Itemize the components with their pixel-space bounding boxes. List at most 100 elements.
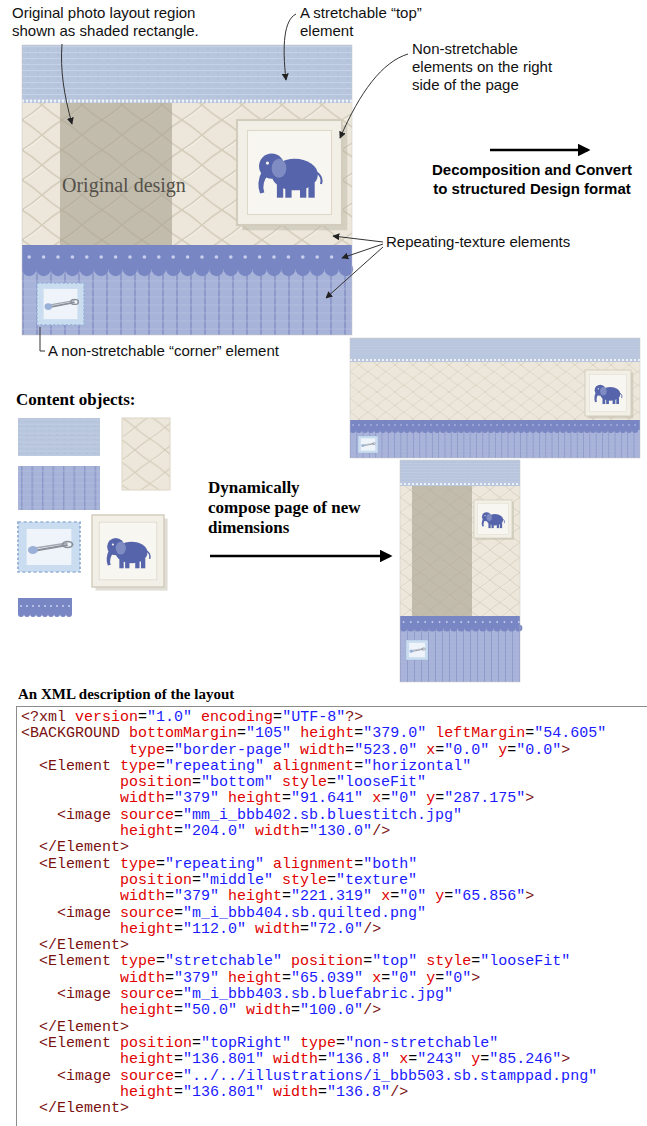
code-listing: An XML description of the layout<?xml ve… bbox=[16, 684, 647, 1126]
code-token: = bbox=[174, 1084, 183, 1101]
code-token: "looseFit" bbox=[336, 774, 426, 791]
code-token: source bbox=[120, 905, 174, 922]
callout-note: Repeating-texture elements bbox=[386, 233, 570, 251]
leader-line bbox=[342, 244, 383, 258]
code-token: "221.319" bbox=[291, 888, 372, 905]
code-token bbox=[237, 1002, 246, 1019]
leader-line bbox=[326, 247, 383, 298]
code-token: "523.0" bbox=[354, 742, 417, 759]
section-heading: Content objects: bbox=[16, 390, 135, 410]
code-token: = bbox=[435, 790, 444, 807]
code-token: source bbox=[120, 807, 174, 824]
code-line: </Element> bbox=[21, 1101, 647, 1117]
code-token bbox=[111, 986, 120, 1003]
code-line: type="border-page" width="523.0" x="0.0"… bbox=[21, 743, 647, 759]
elephant-stamp bbox=[92, 515, 168, 591]
leader-line bbox=[333, 236, 383, 242]
code-token: width bbox=[120, 970, 165, 987]
code-token bbox=[426, 888, 435, 905]
code-token: x bbox=[426, 742, 435, 759]
code-token: y bbox=[471, 1051, 480, 1068]
code-token: "0" bbox=[444, 970, 471, 987]
code-token: = bbox=[165, 742, 174, 759]
code-token: height bbox=[120, 1002, 174, 1019]
code-token bbox=[273, 872, 282, 889]
code-token: position bbox=[120, 872, 192, 889]
code-line: height="204.0" width="130.0"/> bbox=[21, 824, 647, 840]
code-token: = bbox=[237, 725, 246, 742]
code-token: type bbox=[120, 758, 156, 775]
code-token: width bbox=[246, 1002, 291, 1019]
code-token bbox=[372, 888, 381, 905]
code-token: <image bbox=[57, 807, 111, 824]
code-token bbox=[462, 1051, 471, 1068]
code-token: <Element bbox=[39, 856, 111, 873]
code-token bbox=[273, 774, 282, 791]
code-token bbox=[246, 921, 255, 938]
code-token: = bbox=[165, 790, 174, 807]
leader-line bbox=[284, 14, 296, 80]
code-token: width bbox=[120, 790, 165, 807]
code-token: = bbox=[138, 709, 147, 726]
code-token: = bbox=[408, 1051, 417, 1068]
code-line: width="379" height="91.641" x="0" y="287… bbox=[21, 791, 647, 807]
code-token: height bbox=[228, 888, 282, 905]
code-line: width="379" height="221.319" x="0" y="65… bbox=[21, 889, 647, 905]
code-token bbox=[219, 970, 228, 987]
code-token: "105" bbox=[246, 725, 291, 742]
listing-title: An XML description of the layout bbox=[16, 684, 647, 704]
arrow-label: Decomposition and Convert to structured … bbox=[428, 160, 636, 198]
code-token: "bottom" bbox=[201, 774, 273, 791]
code-token bbox=[291, 1035, 300, 1052]
code-token: type bbox=[120, 953, 156, 970]
code-token: = bbox=[165, 970, 174, 987]
label-slot: Dynamically compose page of new dimensio… bbox=[208, 478, 363, 538]
code-token: <image bbox=[57, 905, 111, 922]
code-token: <BACKGROUND bbox=[21, 725, 120, 742]
code-token: style bbox=[282, 774, 327, 791]
code-line: <Element type="repeating" alignment="hor… bbox=[21, 759, 647, 775]
code-token: = bbox=[174, 807, 183, 824]
code-token: height bbox=[120, 823, 174, 840]
code-token: width bbox=[300, 742, 345, 759]
code-token bbox=[219, 888, 228, 905]
code-token: = bbox=[480, 1051, 489, 1068]
code-token bbox=[264, 758, 273, 775]
code-token: "texture" bbox=[336, 872, 417, 889]
page-design-art bbox=[350, 338, 640, 458]
code-token: "243" bbox=[417, 1051, 462, 1068]
code-token: "379.0" bbox=[363, 725, 426, 742]
code-line: height="50.0" width="100.0"/> bbox=[21, 1003, 647, 1019]
code-token: = bbox=[363, 953, 372, 970]
code-token: "379" bbox=[174, 888, 219, 905]
code-line: height="112.0" width="72.0"/> bbox=[21, 922, 647, 938]
code-token: "72.0" bbox=[309, 921, 363, 938]
code-token: = bbox=[282, 970, 291, 987]
code-token: <Element bbox=[39, 758, 111, 775]
code-frame: <?xml version="1.0" encoding="UTF-8"?><B… bbox=[16, 706, 647, 1126]
code-token bbox=[363, 790, 372, 807]
code-token: height bbox=[120, 1051, 174, 1068]
code-token: <image bbox=[57, 986, 111, 1003]
label-slot: Decomposition and Convert to structured … bbox=[428, 160, 636, 198]
code-token bbox=[417, 953, 426, 970]
code-token: = bbox=[300, 921, 309, 938]
code-token: "m_i_bbb403.sb.bluefabric.jpg" bbox=[183, 986, 453, 1003]
code-token: = bbox=[318, 1051, 327, 1068]
code-token: > bbox=[525, 888, 534, 905]
code-token: "112.0" bbox=[183, 921, 246, 938]
code-line: <?xml version="1.0" encoding="UTF-8"?> bbox=[21, 710, 647, 726]
code-token: style bbox=[282, 872, 327, 889]
code-token: "0" bbox=[390, 790, 417, 807]
code-token: = bbox=[174, 1068, 183, 1085]
photo-region bbox=[412, 486, 472, 616]
page-design-art bbox=[22, 45, 353, 335]
code-line: position="bottom" style="looseFit" bbox=[21, 775, 647, 791]
code-token: x bbox=[399, 1051, 408, 1068]
code-token: "top" bbox=[372, 953, 417, 970]
callout-note: A non-stretchable “corner” element bbox=[48, 342, 279, 360]
code-token bbox=[417, 790, 426, 807]
code-token: "mm_i_bbb402.sb.bluestitch.jpg" bbox=[183, 807, 462, 824]
code-line: height="136.801" width="136.8" x="243" y… bbox=[21, 1052, 647, 1068]
code-token bbox=[291, 725, 300, 742]
